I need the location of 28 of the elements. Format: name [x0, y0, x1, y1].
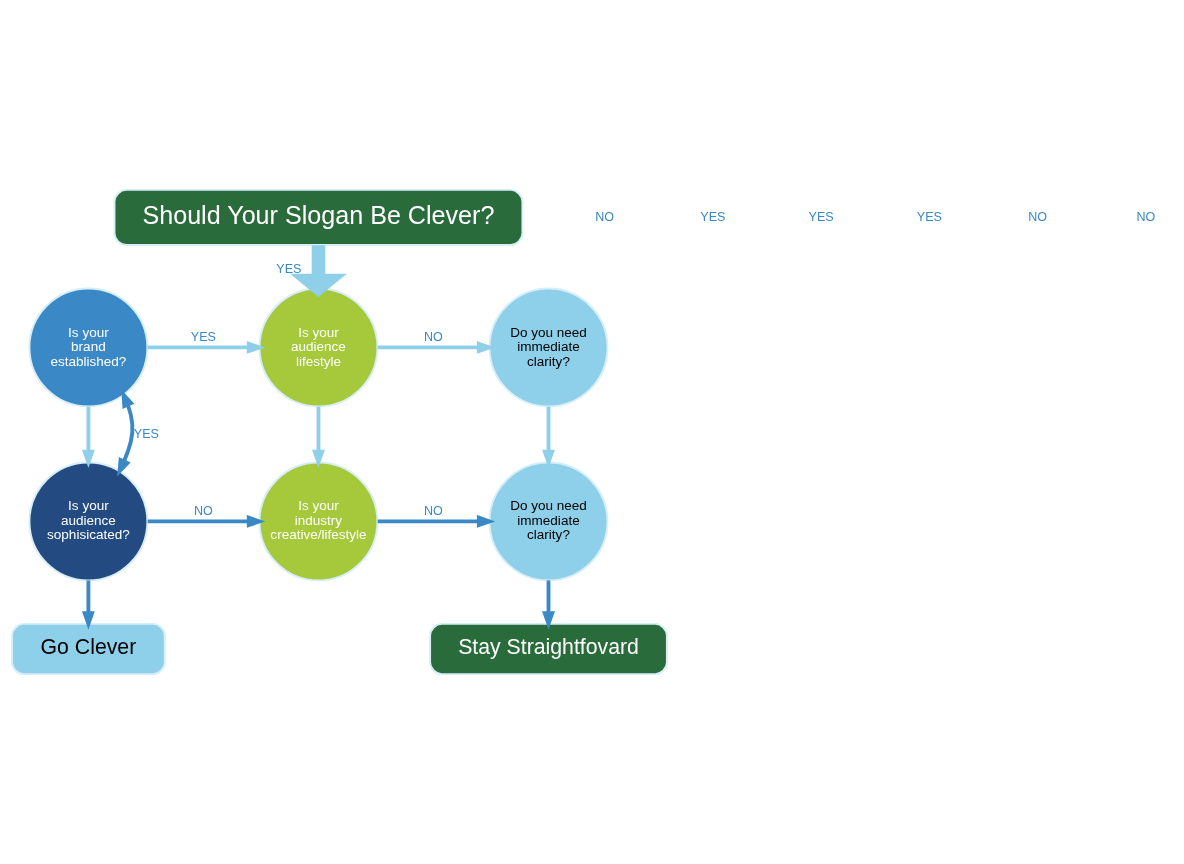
node-circle: Is your industry creative/lifestyle: [258, 461, 379, 582]
edge-label: YES: [133, 426, 159, 441]
label: NO: [595, 209, 614, 224]
node-box: Should Your Slogan Be Clever?: [113, 188, 524, 246]
arrow: [147, 340, 266, 354]
node-circle: Is your audience sophisicated?: [28, 461, 149, 582]
arrow: [81, 406, 95, 469]
label: NO: [1028, 209, 1048, 224]
arrow: [377, 514, 496, 528]
arrow: [312, 406, 325, 469]
arrow: [290, 245, 347, 297]
node-circle: Do you need immediate clarity?: [488, 287, 609, 408]
label: YES: [808, 209, 834, 224]
edge-label: YES: [190, 330, 216, 345]
arrow: [81, 580, 95, 630]
node-box: Go Clever: [11, 622, 166, 676]
label: NO: [1136, 209, 1156, 224]
arrow: [542, 580, 555, 630]
edge-label: NO: [194, 504, 213, 519]
edge-label: YES: [276, 262, 302, 277]
edge-label: NO: [424, 330, 443, 345]
label: YES: [916, 209, 942, 224]
edge-label: NO: [424, 504, 443, 519]
label: YES: [700, 209, 726, 224]
arrow: [147, 514, 266, 528]
node-circle: Is your audience lifestyle: [258, 287, 379, 408]
node-circle: Do you need immediate clarity?: [488, 461, 609, 582]
node-box: Stay Straightfovard: [429, 622, 668, 676]
